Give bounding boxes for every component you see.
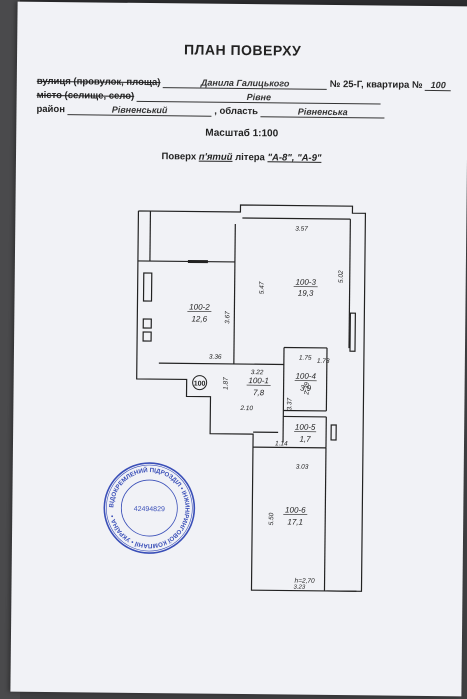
room-100-6-area: 17,1: [287, 518, 303, 527]
room-100-4-area: 3,9: [300, 384, 312, 393]
dim-1-73: 1.73: [317, 358, 330, 365]
dim-1-87: 1.87: [223, 377, 230, 390]
floor-line: Поверх п'ятий літера "А-8", "А-9": [16, 150, 467, 166]
region-value: Рівненська: [260, 106, 385, 119]
dim-5-50: 5.50: [268, 512, 275, 525]
dim-2-70: h=2,70: [295, 578, 316, 585]
apartment-tag: 100: [194, 381, 206, 388]
room-100-5-area: 1,7: [299, 435, 311, 444]
city-label: місто (селище, село): [36, 89, 135, 102]
street-label: вулиця (провулок, площа): [36, 75, 161, 89]
street-line: вулиця (провулок, площа) Данила Галицько…: [36, 75, 452, 92]
room-100-6-id: 100-6: [285, 505, 306, 514]
scale-text: Масштаб 1:100: [205, 127, 279, 140]
district-line: район Рівненський , область Рівненська: [36, 103, 385, 119]
dim-3-57: 3.57: [295, 226, 308, 233]
district-label: район: [36, 103, 66, 116]
page-title: ПЛАН ПОВЕРХУ: [183, 41, 302, 59]
dim-3-23: 3.23: [293, 585, 305, 591]
dim-5-47: 5.47: [259, 281, 266, 294]
city-line: місто (селище, село) Рівне: [37, 90, 381, 105]
district-value: Рівненський: [67, 104, 212, 117]
number-label: № 25-Г,: [329, 78, 364, 91]
dim-3-67: 3.67: [224, 311, 231, 324]
room-100-1-id: 100-1: [248, 376, 269, 385]
room-100-3-id: 100-3: [295, 278, 316, 287]
plan-walls: [136, 204, 367, 592]
room-100-2-area: 12,6: [191, 314, 207, 323]
dim-3-37: 3.37: [286, 397, 293, 410]
dim-3-36: 3.36: [209, 354, 222, 361]
dim-1-75: 1.75: [299, 355, 312, 362]
dim-3-03: 3.03: [296, 464, 309, 471]
room-100-4-id: 100-4: [295, 372, 316, 381]
letter-value: "А-8", "А-9": [267, 152, 322, 164]
room-100-1-area: 7,8: [253, 388, 265, 397]
dim-5-02: 5.02: [338, 270, 345, 283]
dim-2-10: 2.10: [239, 405, 253, 412]
room-100-3-area: 19,3: [298, 289, 314, 298]
floor-prefix: Поверх: [161, 151, 197, 163]
region-label: , область: [214, 105, 259, 118]
apartment-label: квартира №: [366, 79, 423, 91]
document-sheet: ПЛАН ПОВЕРХУ вулиця (провулок, площа) Да…: [10, 1, 467, 697]
city-value: Рівне: [136, 90, 381, 105]
floor-plan: 100 100-3 19,3 100-2 12,6 100-1 7,8 100-…: [136, 204, 367, 592]
room-100-2-id: 100-2: [189, 302, 210, 311]
street-value: Данила Галицького: [163, 77, 328, 90]
floor-value: п'ятий: [198, 151, 233, 163]
apartment-tag-circle: [192, 375, 208, 391]
room-100-5-id: 100-5: [295, 423, 316, 432]
dim-2-39: 2.39: [304, 382, 311, 396]
official-stamp: ВІДОКРЕМЛЕНИЙ ПІДРОЗДІЛ • ІНЖИНІРИНГОВОЇ…: [103, 462, 196, 554]
dim-1-14: 1.14: [275, 440, 288, 447]
letter-label: літера: [235, 151, 265, 164]
stamp-code: 42494829: [134, 506, 165, 513]
dim-3-22: 3.22: [251, 369, 264, 376]
apartment-value: 100: [425, 79, 452, 92]
